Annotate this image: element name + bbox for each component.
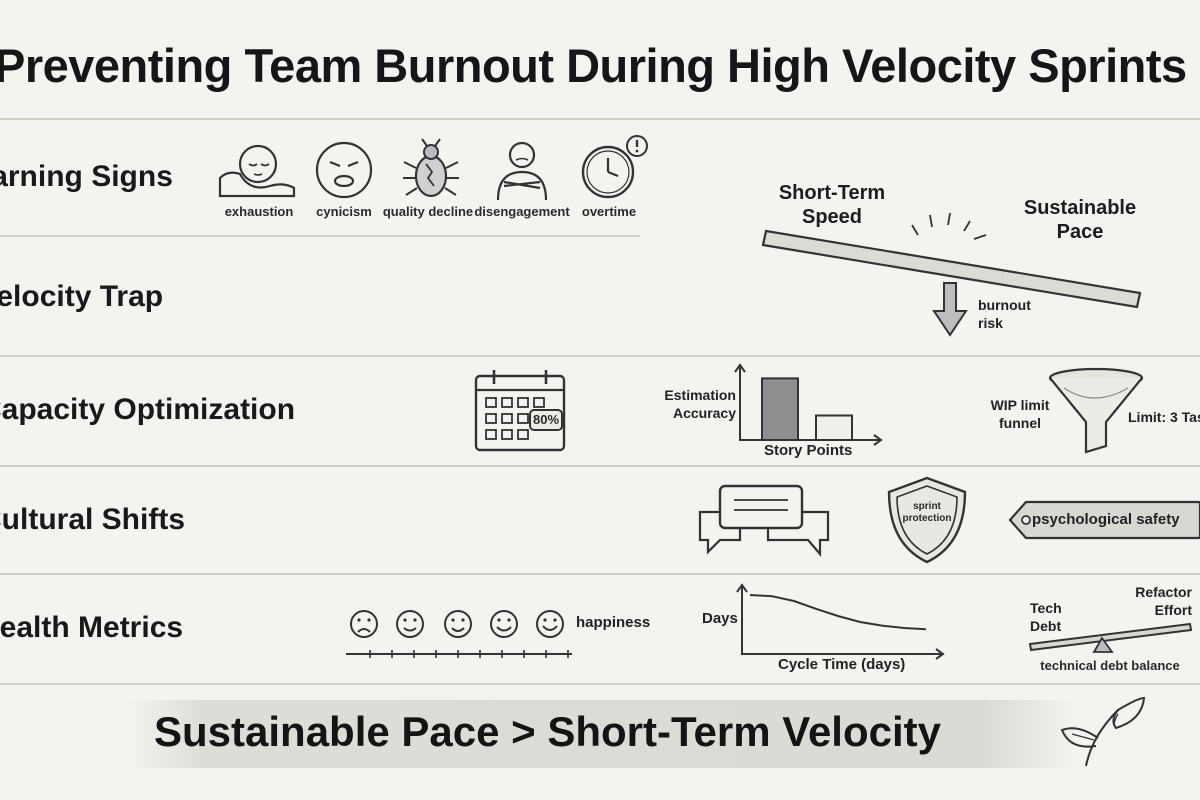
cycle-time-line-chart: [736, 583, 945, 660]
calendar-badge: 80%: [532, 412, 560, 427]
short-term-speed-text: Short-Term Speed: [778, 182, 886, 228]
footer-slogan: Sustainable Pace > Short-Term Velocity: [154, 708, 942, 755]
funnel-icon: [1048, 367, 1144, 454]
sustainable-pace-label: Sustainable Pace: [1010, 196, 1150, 244]
divider: [0, 355, 1200, 357]
cycle-chart-xlabel: Cycle Time (days): [778, 656, 906, 673]
balance-scale-icon: [1028, 622, 1193, 653]
warning-sign-caption: cynicism: [316, 204, 372, 219]
bar-0: [761, 377, 799, 441]
row-label-capacity-optimization: Capacity Optimization: [0, 393, 296, 426]
estimation-chart-ylabel: Estimation Accuracy: [664, 387, 736, 421]
short-term-speed-label: Short-Term Speed: [762, 181, 902, 229]
psychological-safety-label: psychological safety: [1032, 511, 1180, 528]
wip-funnel-label: WIP limit funnel: [990, 397, 1050, 431]
divider: [0, 573, 1200, 575]
sustainable-pace-text: Sustainable Pace: [1023, 197, 1137, 243]
row-label-warning-signs: Warning Signs: [0, 160, 173, 193]
wip-limit-text: Limit: 3 Tasks: [1128, 409, 1200, 425]
bar-1: [815, 414, 853, 441]
estimation-bar-chart: [734, 363, 883, 446]
footer-band: [128, 700, 1078, 768]
divider: [0, 235, 640, 237]
balance-caption: technical debt balance: [1040, 658, 1180, 673]
sprout-icon: [1060, 696, 1146, 767]
divider: [0, 683, 1200, 685]
shield-label: sprint protection: [902, 501, 952, 524]
page-title: Preventing Team Burnout During High Velo…: [0, 39, 1187, 92]
row-label-health-metrics: Health Metrics: [0, 611, 184, 644]
happiness-label: happiness: [576, 614, 651, 631]
withdrawn-person-icon: [496, 141, 548, 201]
refactor-effort-label: Refactor Effort: [1135, 584, 1192, 618]
tag-icon: [1008, 500, 1200, 540]
burnout-risk-label: burnout risk: [978, 297, 1031, 331]
sleeping-person-icon: [218, 144, 296, 198]
warning-sign-caption: quality decline: [382, 204, 474, 219]
cycle-time-series-line: [749, 594, 927, 631]
cycle-chart-ylabel: Days: [702, 610, 738, 627]
divider: [0, 465, 1200, 467]
warning-sign-caption: disengagement: [474, 204, 570, 219]
divider: [0, 118, 1200, 120]
estimation-chart-xlabel: Story Points: [764, 442, 853, 459]
warning-sign-caption: exhaustion: [224, 204, 294, 219]
row-label-velocity-trap: Velocity Trap: [0, 280, 164, 313]
shield-icon: [887, 476, 967, 564]
calendar-icon: [474, 370, 566, 452]
happiness-scale: [346, 610, 572, 658]
chat-bubbles-icon: [698, 484, 830, 557]
clock-alert-icon: [581, 135, 648, 199]
row-label-cultural-shifts: Cultural Shifts: [0, 503, 186, 536]
tilted-beam-icon: [761, 212, 1142, 337]
frustrated-face-icon: [315, 141, 373, 199]
warning-sign-caption: overtime: [581, 204, 637, 219]
tech-debt-label: Tech Debt: [1030, 600, 1062, 634]
bug-icon: [403, 138, 459, 198]
